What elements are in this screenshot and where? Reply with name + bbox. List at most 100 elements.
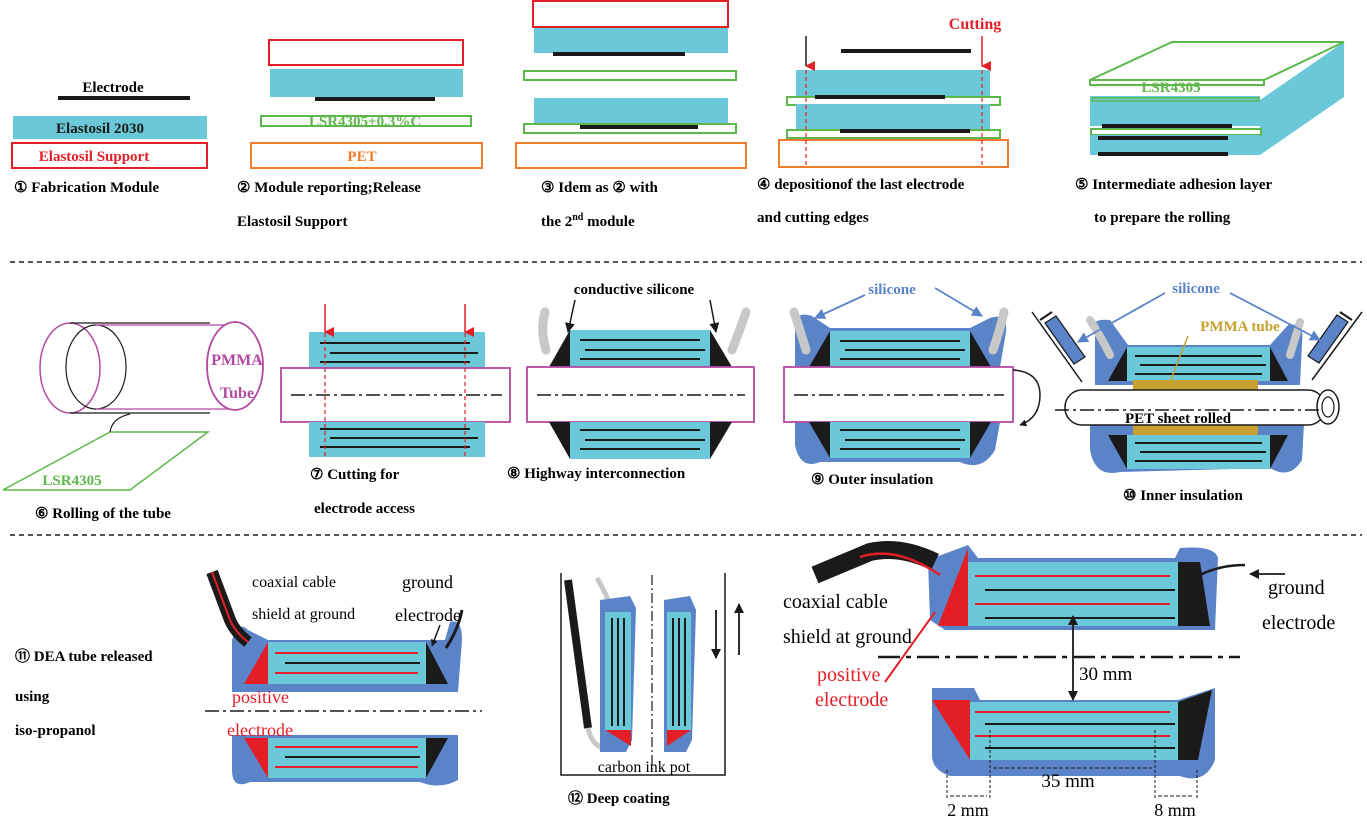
step-11-caption-line1: ⑪ DEA tube released — [15, 647, 153, 665]
step-12-caption: ⑫ Deep coating — [568, 789, 670, 807]
pet-label: PET — [347, 149, 376, 165]
pmma-inner-top — [1133, 380, 1258, 390]
step-10-caption: ⑩ Inner insulation — [1123, 488, 1244, 504]
step-2-module-reporting: LSR4305+0.3%C PET ② Module reporting;Rel… — [237, 39, 483, 230]
coax-label-1: coaxial cable — [783, 591, 888, 613]
step-7-caption-line1: ⑦ Cutting for — [310, 467, 400, 483]
elastosil-layer-bottom — [534, 98, 728, 125]
dea-tube-detail: 30 mm 35 mm 2 mm 8 mm coaxial cable shie… — [783, 541, 1335, 820]
electrode-bottom — [840, 129, 970, 133]
electrode-a — [1102, 124, 1232, 128]
lsr-top-edge — [1089, 79, 1265, 86]
step-3-caption-line1: ③ Idem as ② with — [541, 180, 659, 196]
rotation-arrow — [1012, 369, 1041, 427]
positive-label-1: positive — [232, 687, 289, 707]
stack-side-face — [1260, 42, 1344, 155]
step-4-caption-line1: ④ depositionof the last electrode — [757, 177, 965, 193]
lower-stack — [309, 422, 485, 457]
silicone-label: silicone — [1172, 281, 1220, 297]
elastosil-2030-layer — [13, 116, 207, 139]
ground-label-1: ground — [402, 572, 453, 592]
silicone-label: silicone — [868, 282, 916, 298]
electrode-middle — [815, 95, 945, 99]
step-8-highway-interconnection: conductive silicone ⑧ Highway interconne… — [507, 282, 755, 482]
step-2-caption-line1: ② Module reporting;Release — [237, 180, 421, 196]
step-8-caption: ⑧ Highway interconnection — [507, 466, 686, 482]
step-12-deep-coating: carbon ink pot ⑫ Deep coating — [560, 573, 744, 807]
elastosil-support-label: Elastosil Support — [39, 149, 149, 165]
last-electrode — [841, 49, 971, 53]
step-9-outer-insulation: silicone ⑨ Outer insulation — [783, 282, 1041, 488]
lsr-label: LSR4305+0.3%C — [309, 114, 421, 130]
syringe-left — [1031, 311, 1086, 383]
conductive-silicone-label: conductive silicone — [574, 282, 695, 298]
lsr-label: LSR4305 — [1141, 80, 1200, 96]
ground-label-1: ground — [1268, 577, 1325, 599]
coax-label-2: shield at ground — [783, 626, 912, 648]
coax-label-2: shield at ground — [252, 606, 355, 623]
lsr-layer-top — [523, 70, 737, 81]
pmma-inner-bottom — [1133, 425, 1258, 435]
step-11-caption-line2: using — [15, 689, 50, 705]
roll-ellipse — [65, 324, 127, 410]
dea-tube-small: coaxial cable shield at ground ground el… — [205, 569, 482, 786]
pet-sheet-label: PET sheet rolled — [1125, 411, 1232, 427]
ground-label-2: electrode — [395, 605, 461, 625]
electrode-bottom — [580, 125, 698, 129]
lsr-label: LSR4305 — [42, 473, 101, 489]
tube-inner-ellipse — [39, 322, 101, 414]
step-1-caption: ① Fabrication Module — [14, 180, 159, 196]
pet-layer — [778, 139, 1009, 168]
pmma-tube-label: PMMA tube — [1200, 319, 1280, 335]
step-7-cutting-electrode-access: ⑦ Cutting for electrode access — [280, 304, 511, 517]
step-10-inner-insulation: PET sheet rolled silicone PMMA tube ⑩ In… — [1031, 281, 1363, 504]
dim-35mm: 35 mm — [1041, 771, 1095, 792]
electrode-label: Electrode — [82, 80, 144, 96]
step-2-caption-line2: Elastosil Support — [237, 214, 347, 230]
electrode-top — [553, 52, 685, 56]
lsr-layer-bottom — [523, 123, 737, 134]
carbon-ink-pot — [560, 573, 726, 776]
step-3-caption-line2: the 2nd module — [541, 212, 635, 230]
dim-2mm: 2 mm — [947, 800, 989, 820]
lsr-sheet — [2, 431, 211, 491]
step-5-caption-line2: to prepare the rolling — [1094, 210, 1231, 226]
interconnect-left-top — [549, 330, 570, 367]
coax-label-1: coaxial cable — [252, 574, 336, 591]
support-outline — [268, 39, 464, 66]
electrode-b — [1098, 136, 1228, 140]
carbon-ink-pot-label: carbon ink pot — [598, 759, 691, 776]
elastosil-layer-bottom — [796, 104, 990, 130]
lsr-thin-top — [1091, 97, 1260, 102]
electrode-layer — [315, 97, 435, 101]
elastosil-layer — [270, 69, 463, 97]
interconnect-right-top — [710, 330, 732, 367]
elastosil-support-layer — [11, 142, 208, 169]
positive-label-2: electrode — [815, 689, 888, 711]
lsr-middle — [1090, 128, 1262, 136]
support-outline — [532, 0, 729, 28]
step-4-last-electrode-cutting: Cutting ④ depositionof the last electrod… — [757, 16, 1009, 226]
electrode-c — [1098, 152, 1228, 156]
step-6-rolling-tube: LSR4305 PMMA Tube ⑥ Rolling of the tube — [2, 321, 264, 522]
step-5-caption-line1: ⑤ Intermediate adhesion layer — [1075, 177, 1273, 193]
electrode-layer — [58, 96, 190, 100]
step-4-caption-line2: and cutting edges — [757, 210, 869, 226]
pet-layer — [515, 142, 747, 169]
tube-label: Tube — [220, 385, 254, 402]
positive-label-1: positive — [817, 664, 880, 686]
dim-8mm: 8 mm — [1154, 800, 1196, 820]
elastosil-layer-top — [534, 28, 728, 53]
step-11-caption-line3: iso-propanol — [15, 723, 96, 739]
ground-label-2: electrode — [1262, 612, 1335, 634]
step-1-fabrication-module: Electrode Elastosil 2030 Elastosil Suppo… — [11, 80, 208, 196]
step-3-second-module: ③ Idem as ② with the 2nd module — [515, 0, 747, 230]
pet-layer — [250, 142, 483, 169]
step-9-caption: ⑨ Outer insulation — [811, 472, 934, 488]
step-6-caption: ⑥ Rolling of the tube — [35, 506, 171, 522]
step-5-intermediate-adhesion: LSR4305 ⑤ Intermediate adhesion layer to… — [1075, 41, 1345, 226]
elastosil-layer-top — [796, 70, 990, 96]
elastosil-2030-label: Elastosil 2030 — [56, 121, 144, 137]
syringe-right — [1307, 311, 1363, 381]
